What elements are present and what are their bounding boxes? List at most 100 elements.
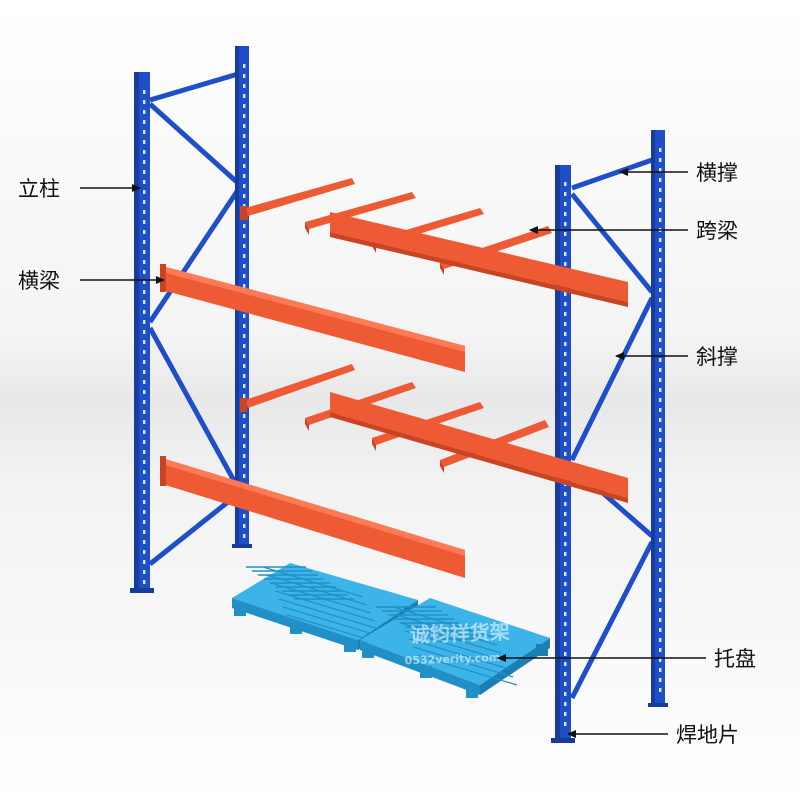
upright-hole [659,148,662,152]
upright-hole [659,208,662,212]
upright-hole [243,124,246,128]
upright-hole [564,192,567,196]
upright-hole [659,358,662,362]
label-span-beam: 跨梁 [696,219,738,243]
upright-hole [143,530,146,534]
left-bracing [147,71,241,566]
upright-hole [243,344,246,348]
upright-hole [143,120,146,124]
upright-hole [659,478,662,482]
upright-hole [659,268,662,272]
upright-hole [564,432,567,436]
upright-hole [143,100,146,104]
upright-hole [564,622,567,626]
upright-hole [564,182,567,186]
upright-hole [659,248,662,252]
upright-hole [143,520,146,524]
lower-inner-beam [330,392,628,503]
upright-hole [143,380,146,384]
base-plate-left-rear [232,544,252,548]
upright-hole [143,260,146,264]
upright-hole [659,328,662,332]
upright-hole [564,242,567,246]
upright-hole [143,90,146,94]
upright-hole [659,288,662,292]
upright-hole [143,370,146,374]
upright-hole [564,652,567,656]
upright-hole [143,360,146,364]
upright-hole [143,130,146,134]
upright-hole [659,398,662,402]
upright-hole [143,160,146,164]
upright-hole [243,244,246,248]
upright-hole [564,212,567,216]
upright-hole [564,332,567,336]
upright-hole [564,612,567,616]
upright-hole [659,428,662,432]
upright-hole [564,642,567,646]
upright-hole [659,468,662,472]
upright-hole [143,170,146,174]
pallet-left [232,563,418,652]
upright-hole [243,374,246,378]
upright-hole [564,702,567,706]
upright-hole [143,200,146,204]
upright-hole [564,382,567,386]
base-plate-left-front [130,588,154,593]
upright-hole [143,400,146,404]
pallet-slat [412,646,514,678]
upright-hole [659,168,662,172]
upright-hole [143,510,146,514]
upright-hole [243,414,246,418]
upright-hole [243,224,246,228]
upright-hole [659,198,662,202]
pallet-slat [408,638,510,670]
upright-hole [143,150,146,154]
label-pallet: 托盘 [714,647,756,671]
upright-hole [564,312,567,316]
upright-hole [564,232,567,236]
upright-hole [659,408,662,412]
right-rear-upright [651,130,665,705]
lower-rear-beam [240,364,355,412]
upright-hole [659,648,662,652]
upright-hole [243,324,246,328]
upright-hole [659,298,662,302]
upright-hole [243,334,246,338]
upright-hole [143,140,146,144]
upright-hole [564,342,567,346]
upright-hole [243,134,246,138]
upright-hole [143,570,146,574]
upright-hole [659,488,662,492]
right-front-upright [555,165,571,740]
upright-hole [243,194,246,198]
upright-hole [243,174,246,178]
upright-hole [564,372,567,376]
upright-hole [564,452,567,456]
upright-hole [659,508,662,512]
upright-hole [564,412,567,416]
pallet-slat [266,574,368,606]
left-front-upright [134,72,150,590]
upright-hole [143,110,146,114]
upright-hole [564,222,567,226]
upright-hole [659,628,662,632]
upright-hole [143,550,146,554]
upright-hole [659,158,662,162]
upright-hole [143,190,146,194]
upright-hole [243,264,246,268]
upright-hole [564,402,567,406]
upright-hole [143,430,146,434]
upright-hole [143,310,146,314]
upright-hole [243,314,246,318]
upright-hole [659,538,662,542]
upright-hole [659,218,662,222]
upright-hole [564,712,567,716]
watermark: 诚钧祥货架 0532verity.com [404,620,510,668]
upright-hole [143,300,146,304]
lower-front-beam [160,456,465,578]
upright-hole [659,548,662,552]
upright-hole [659,438,662,442]
upright-hole [143,270,146,274]
upright-hole [564,292,567,296]
